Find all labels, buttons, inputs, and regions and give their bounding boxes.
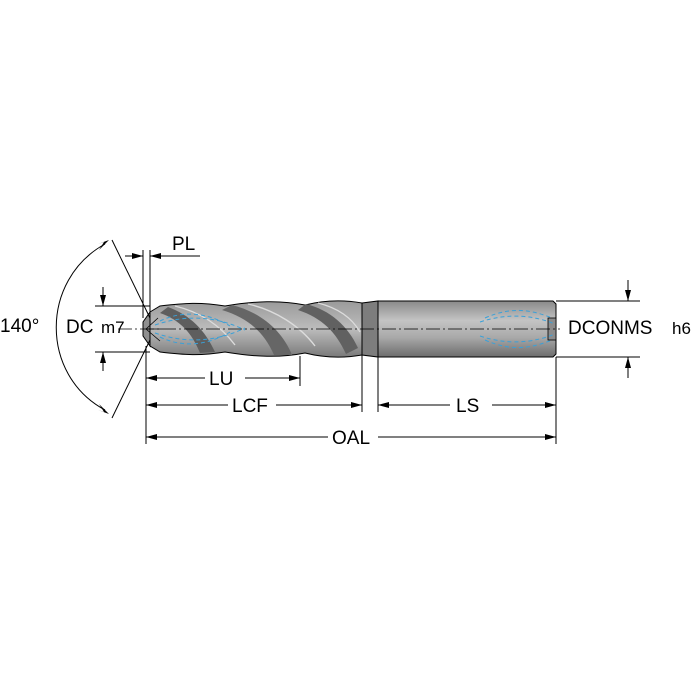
angle-dimension xyxy=(55,239,151,419)
pl-dimension xyxy=(125,250,200,318)
flute-band-3 xyxy=(298,304,358,354)
dconms-dimension xyxy=(556,280,640,378)
oal-label: OAL xyxy=(332,428,370,449)
pl-label: PL xyxy=(172,234,195,255)
flute-band-1 xyxy=(160,307,215,353)
angle-label: 140° xyxy=(0,316,39,337)
ls-dimension xyxy=(378,402,556,408)
coolant-channels xyxy=(154,309,556,349)
dconms-tolerance: h6 xyxy=(672,319,691,338)
lcf-label: LCF xyxy=(232,396,268,417)
ls-label: LS xyxy=(456,396,479,417)
lcf-dimension xyxy=(146,402,362,408)
extension-lines xyxy=(145,346,557,444)
dc-tolerance: m7 xyxy=(101,318,125,337)
lu-dimension xyxy=(146,375,300,381)
lu-label: LU xyxy=(209,369,233,390)
dconms-label: DCONMS xyxy=(568,318,652,339)
dc-label: DC xyxy=(66,317,93,338)
dc-dimension xyxy=(95,287,150,371)
flute-highlight-3 xyxy=(317,302,361,333)
flute-highlight-2 xyxy=(247,303,316,347)
flute-highlight-1 xyxy=(174,305,236,346)
oal-dimension xyxy=(146,434,556,440)
drill-body xyxy=(142,300,557,358)
flute-band-2 xyxy=(222,305,292,355)
